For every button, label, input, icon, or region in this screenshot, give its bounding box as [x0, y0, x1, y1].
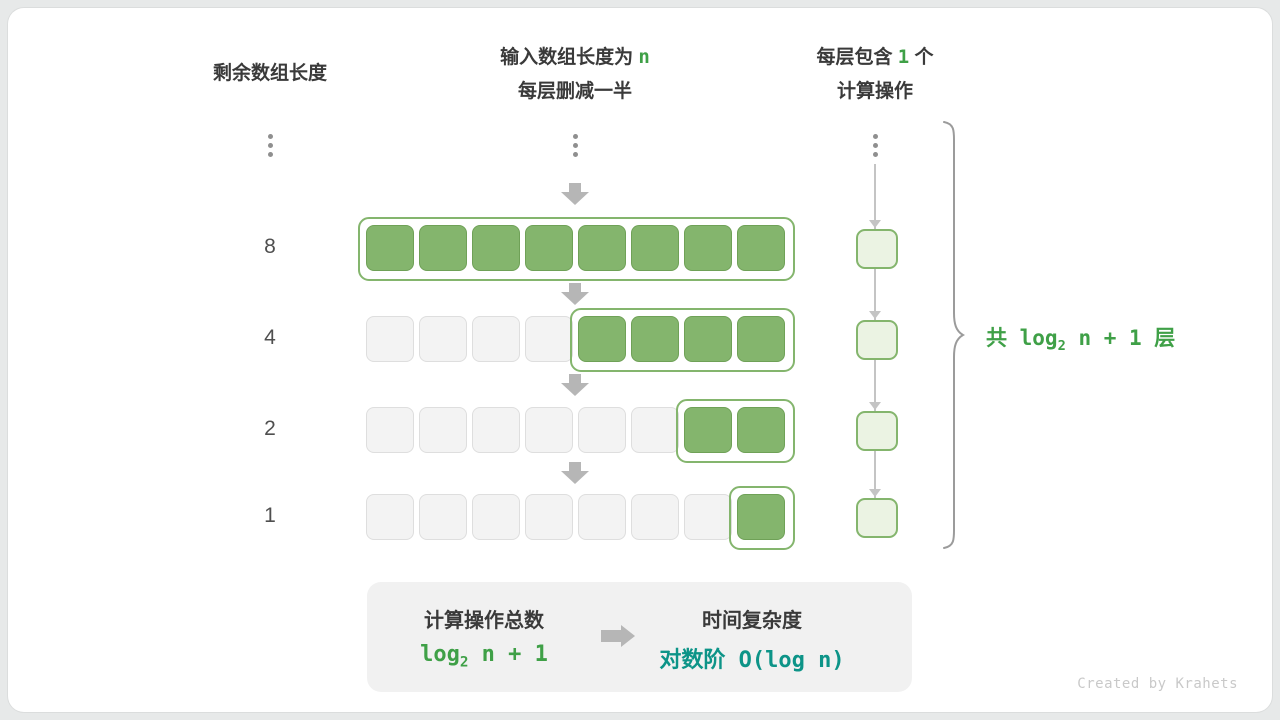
flow-arrowhead [869, 311, 881, 319]
header-ops-per-level: 每层包含 1 个 [816, 46, 933, 70]
active-subarray-outline [729, 486, 795, 550]
header-input-length: 输入数组长度为 n [500, 46, 650, 70]
ellipsis-dot [267, 143, 273, 148]
array-cell-active [737, 494, 785, 540]
row-label-4: 4 [264, 326, 276, 349]
ops-formula-pre: log [420, 642, 460, 667]
row-label-2: 2 [264, 417, 276, 440]
time-complexity-formula: 对数阶 O(log n) [659, 648, 845, 673]
ops-formula-sub: 2 [459, 654, 469, 671]
array-cell-active [419, 225, 467, 271]
down-arrow-head [561, 471, 589, 484]
array-cell-active [578, 316, 626, 362]
array-cell-active [472, 225, 520, 271]
var-n: n [638, 46, 650, 68]
implies-arrow-head [621, 625, 635, 647]
down-arrow-shaft [569, 374, 581, 383]
row-label-8: 8 [264, 235, 276, 258]
layers-count-label: 共 log2 n + 1 层 [986, 322, 1175, 354]
array-cell-empty [525, 494, 573, 540]
header-ops-post: 个 [909, 47, 934, 68]
array-cell-empty [684, 494, 732, 540]
flow-down-arrow [561, 183, 589, 205]
summary-panel [367, 582, 912, 692]
operation-box [856, 411, 898, 451]
var-one: 1 [897, 46, 910, 68]
flow-down-arrow [561, 374, 589, 396]
ellipsis-dot [572, 134, 578, 139]
array-cell-active [366, 225, 414, 271]
layers-label-sub: 2 [1057, 338, 1066, 355]
down-arrow-head [561, 383, 589, 396]
array-cell-active [737, 316, 785, 362]
array-cell-active [525, 225, 573, 271]
header-input-length-text: 输入数组长度为 [500, 47, 639, 68]
array-cell-empty [472, 407, 520, 453]
ellipsis-dot [572, 143, 578, 148]
array-cell-empty [419, 494, 467, 540]
layers-label-pre: 共 log [986, 326, 1058, 350]
header-halving: 每层删减一半 [517, 81, 633, 102]
down-arrow-head [561, 292, 589, 305]
down-arrow-shaft [569, 183, 581, 192]
active-subarray-outline [570, 308, 795, 372]
layers-label-post: n + 1 层 [1065, 326, 1176, 350]
implies-arrow-shaft [601, 630, 621, 642]
array-cell-empty [472, 494, 520, 540]
header-ops-pre: 每层包含 [816, 47, 898, 68]
flow-down-arrow [561, 462, 589, 484]
row-label-1: 1 [264, 504, 276, 527]
array-cell-empty [472, 316, 520, 362]
array-cell-empty [578, 494, 626, 540]
flow-arrowhead [869, 220, 881, 228]
ellipsis-dot [267, 134, 273, 139]
array-cell-empty [525, 316, 573, 362]
array-cell-empty [525, 407, 573, 453]
array-cell-active [684, 225, 732, 271]
operation-box [856, 320, 898, 360]
flow-arrowhead [869, 489, 881, 497]
ellipsis-dot [872, 143, 878, 148]
header-compute-ops: 计算操作 [836, 81, 914, 102]
array-cell-active [631, 225, 679, 271]
flow-arrowhead [869, 402, 881, 410]
array-cell-active [737, 225, 785, 271]
time-complexity-title: 时间复杂度 [702, 610, 802, 632]
ellipsis-dot [872, 134, 878, 139]
header-remaining-length: 剩余数组长度 [212, 63, 328, 84]
array-cell-active [631, 316, 679, 362]
array-cell-active [737, 407, 785, 453]
flow-down-arrow [561, 283, 589, 305]
array-cell-active [578, 225, 626, 271]
operation-box [856, 498, 898, 538]
ops-formula-post: n + 1 [468, 642, 548, 667]
layers-brace [943, 121, 966, 549]
down-arrow-head [561, 192, 589, 205]
array-cell-empty [366, 316, 414, 362]
active-subarray-outline [676, 399, 795, 463]
array-cell-empty [419, 316, 467, 362]
ellipsis-dot [267, 152, 273, 157]
ops-total-formula: log2 n + 1 [420, 642, 548, 670]
implies-arrow [601, 625, 635, 647]
watermark: Created by Krahets [1077, 676, 1238, 692]
array-cell-empty [366, 494, 414, 540]
array-cell-empty [419, 407, 467, 453]
operation-box [856, 229, 898, 269]
array-cell-active [684, 316, 732, 362]
ellipsis-dot [572, 152, 578, 157]
array-cell-active [684, 407, 732, 453]
array-cell-empty [631, 407, 679, 453]
down-arrow-shaft [569, 462, 581, 471]
active-subarray-outline [358, 217, 795, 281]
array-cell-empty [631, 494, 679, 540]
array-cell-empty [578, 407, 626, 453]
ellipsis-dot [872, 152, 878, 157]
down-arrow-shaft [569, 283, 581, 292]
ops-total-title: 计算操作总数 [424, 610, 544, 632]
array-cell-empty [366, 407, 414, 453]
